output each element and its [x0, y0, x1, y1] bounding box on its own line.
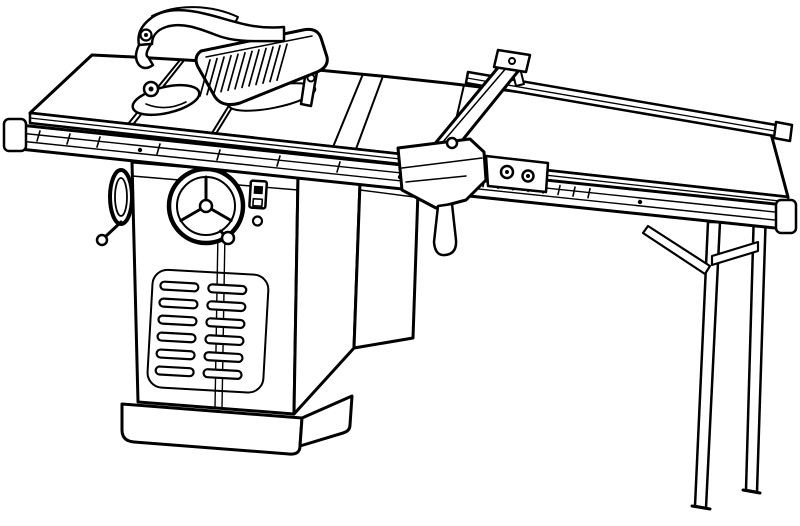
elevation-handwheel [166, 166, 246, 246]
rip-fence-head [396, 136, 550, 257]
rail-bolt-dot [637, 199, 643, 205]
motor-cover-box [352, 181, 420, 350]
louver [207, 283, 248, 296]
blade-guard-assembly [134, 6, 329, 108]
rail-assembly-ticks [36, 130, 341, 173]
power-switch [248, 179, 269, 227]
fence-head-knob [445, 136, 459, 150]
rail-left-end-cap [2, 117, 28, 153]
rear-rail-line [466, 77, 782, 133]
fence-head-casting [396, 137, 488, 210]
seam-main-table-edge-2 [355, 75, 384, 150]
fence-rear-cap [492, 48, 532, 74]
guard-arm-bolt-dot [144, 33, 148, 37]
louver [203, 351, 244, 364]
louver [204, 334, 245, 347]
fence-rail-clamp [484, 154, 550, 194]
cabinet-base [120, 394, 354, 456]
throat-plate-knob-dot [148, 86, 154, 92]
throat-plate [131, 80, 201, 117]
vent-louvers [146, 268, 270, 394]
louver [154, 365, 195, 378]
fence-rear-cap-hole [508, 57, 516, 65]
tilt-crank-arm [103, 220, 123, 239]
handwheel-hub [198, 198, 214, 214]
rear-rail-end-cap [772, 120, 794, 143]
tilt-handwheel [95, 168, 134, 247]
seam-main-table-edge [332, 73, 364, 148]
switch-start-button [252, 197, 264, 208]
rail-right-end-cap [774, 198, 798, 235]
anti-kickback-pawl-hatch [199, 43, 288, 97]
leg-brace [710, 240, 760, 267]
crank-knob [220, 230, 236, 246]
guard-arm-hook [134, 42, 155, 70]
fence-tube-ridge [435, 59, 514, 151]
handwheel-spokes [179, 175, 233, 222]
louver [159, 280, 200, 293]
guard-hood-top-line [205, 35, 313, 58]
rail-bolt-dot [137, 147, 143, 153]
rear-leg-foot [741, 488, 762, 495]
clamp-knob-small-dot [526, 174, 530, 178]
cabinet-side-face [292, 174, 362, 416]
fence-lock-lever [432, 202, 458, 257]
louver [202, 368, 243, 380]
louver-panel [146, 268, 270, 394]
louver [155, 348, 196, 361]
louver [156, 331, 197, 344]
spoke [209, 207, 233, 222]
guard-support-arm [137, 9, 286, 47]
front-leg-foot [690, 504, 712, 511]
base-side-face [298, 394, 354, 448]
louver [205, 317, 246, 330]
fence-head-line-2 [405, 175, 467, 183]
spoke [179, 207, 203, 222]
switch-lower-knob [251, 215, 264, 227]
tilt-crank-knob [95, 233, 109, 247]
clamp-knob-dot [505, 170, 509, 174]
louver [157, 314, 198, 327]
louver [158, 297, 199, 310]
rear-fence-rail [464, 70, 794, 143]
throat-plate-detail [145, 101, 187, 109]
tilt-wheel-inner [114, 177, 128, 217]
switch-stop-button [253, 185, 264, 195]
extension-table-legs [641, 208, 768, 511]
fence-head-line-1 [401, 157, 483, 169]
motor-cover-top-line [359, 189, 415, 198]
diagonal-brace [641, 224, 712, 276]
base-front-face [120, 402, 304, 456]
louver [206, 300, 247, 313]
